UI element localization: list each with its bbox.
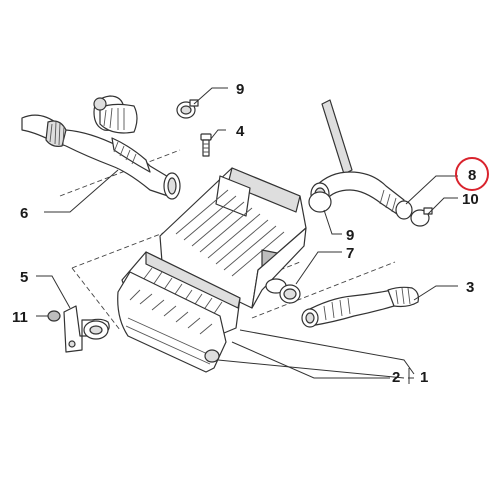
- callout-numbers: 9 4 6 8 10 9 7 3 5 11 2 1: [12, 81, 479, 386]
- callout-4: 4: [236, 123, 245, 140]
- callout-6: 6: [20, 205, 28, 222]
- part-hose-clamp-top: [176, 99, 199, 119]
- callout-7: 7: [346, 245, 354, 262]
- part-nut: [47, 310, 61, 322]
- part-lower-hose: [301, 286, 419, 328]
- part-bolt: [200, 133, 212, 157]
- part-hose-clamp-mid: [308, 191, 332, 213]
- callout-11: 11: [12, 309, 28, 326]
- callout-5: 5: [20, 269, 28, 286]
- part-mounting-bracket: [63, 305, 110, 353]
- callout-9-mid: 9: [346, 227, 354, 244]
- part-intake-duct: [21, 95, 181, 200]
- callout-8: 8: [468, 167, 476, 184]
- callout-9-top: 9: [236, 81, 244, 98]
- part-hose-clamp-right: [410, 207, 433, 227]
- highlight-ring: [455, 157, 489, 191]
- callout-1: 1: [420, 369, 428, 386]
- callout-10: 10: [462, 191, 479, 208]
- callout-3: 3: [466, 279, 474, 296]
- part-air-filter-housing: [117, 167, 307, 373]
- part-connector-sleeve: [279, 284, 301, 304]
- callout-2: 2: [392, 369, 400, 386]
